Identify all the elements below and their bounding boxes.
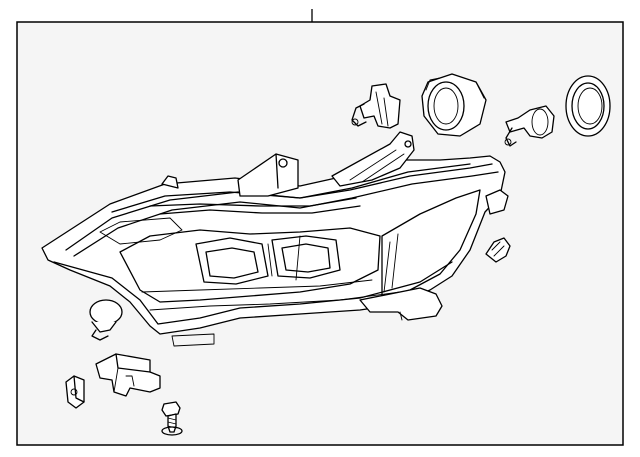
bulb-hb3-icon <box>504 105 555 147</box>
mounting-bracket-icon <box>95 353 161 397</box>
turn-signal-bulb-icon <box>89 299 123 341</box>
screw-icon <box>161 401 183 436</box>
bulb-socket-cap-icon <box>421 73 487 137</box>
side-marker-bulb-icon <box>485 237 511 263</box>
dust-cover-ring-icon <box>565 75 611 137</box>
clip-nut-icon <box>65 375 85 409</box>
bulb-h11-icon <box>351 83 401 129</box>
headlight-assembly-icon <box>41 131 509 347</box>
